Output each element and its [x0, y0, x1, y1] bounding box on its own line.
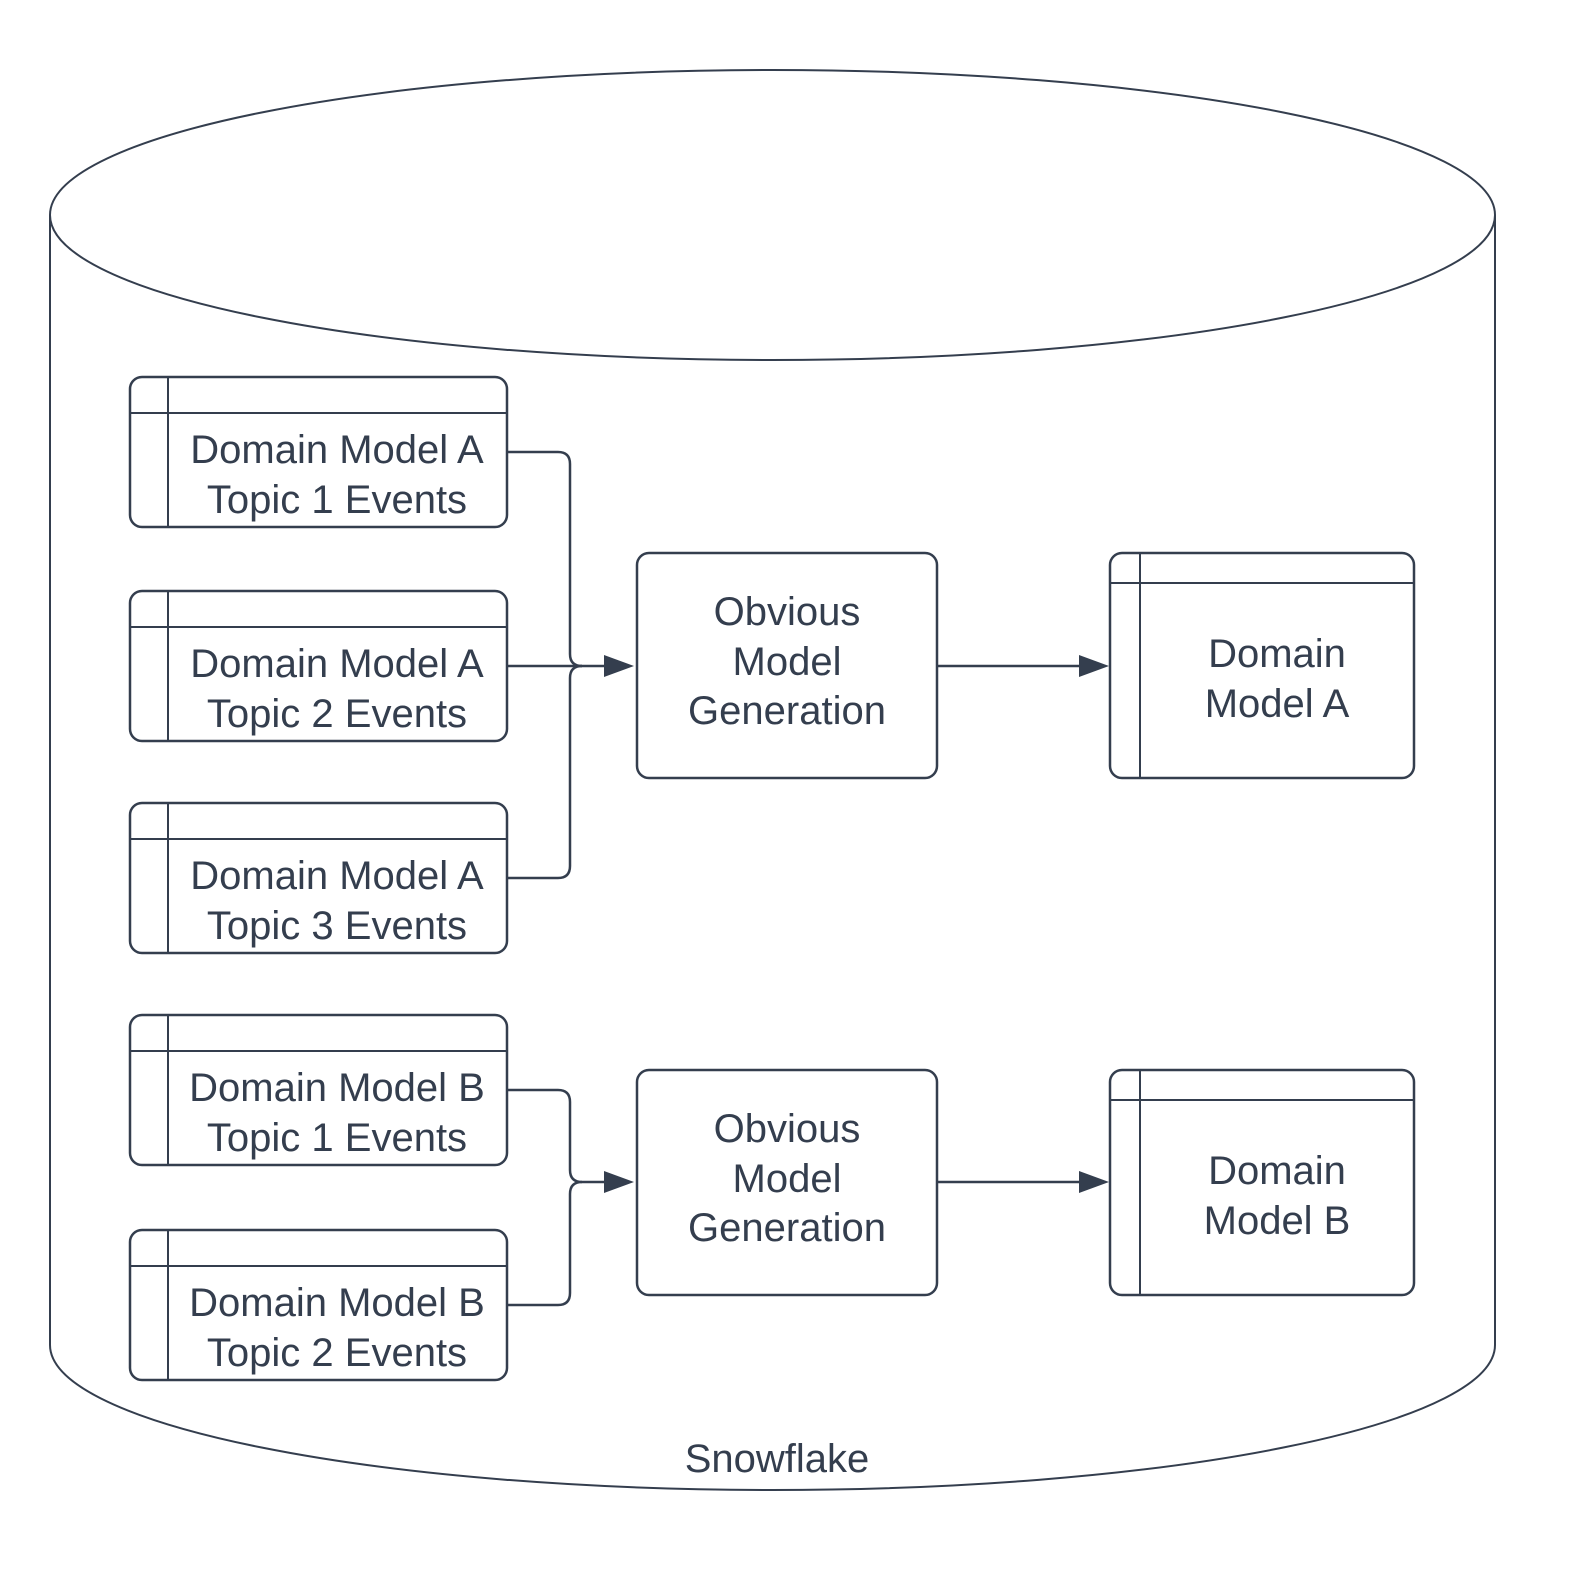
- connector-a-topic3: [507, 664, 583, 880]
- table-label-line2: Topic 3 Events: [207, 904, 467, 948]
- table-label-line2: Topic 1 Events: [207, 1116, 467, 1160]
- table-domain-model-a: Domain Model A: [1108, 551, 1416, 780]
- table-label-line1: Domain Model A: [190, 854, 484, 898]
- table-a-topic1: Domain Model A Topic 1 Events: [128, 375, 509, 529]
- table-label-line2: Topic 1 Events: [207, 478, 467, 522]
- process-outline: [635, 1068, 939, 1297]
- cylinder-label: Snowflake: [685, 1437, 870, 1481]
- table-b-topic1: Domain Model B Topic 1 Events: [128, 1013, 509, 1167]
- connector-b-topic2: [507, 1180, 583, 1307]
- table-label-line1: Domain Model B: [189, 1281, 485, 1325]
- table-label-line1: Domain Model A: [190, 642, 484, 686]
- table-label-line1: Domain Model A: [190, 428, 484, 472]
- process-a-obvious-model-generation: Obvious Model Generation: [635, 551, 939, 780]
- table-label-line2: Topic 2 Events: [207, 1331, 467, 1375]
- process-label-line2: Model: [733, 1157, 842, 1201]
- process-label-line1: Obvious: [714, 590, 861, 634]
- process-outline: [635, 551, 939, 780]
- table-label-line2: Topic 2 Events: [207, 692, 467, 736]
- table-label-line2: Model A: [1205, 682, 1350, 726]
- arrowhead-a-in: [604, 655, 634, 677]
- arrowhead-b-in: [604, 1171, 634, 1193]
- process-label-line2: Model: [733, 640, 842, 684]
- table-label-line1: Domain Model B: [189, 1066, 485, 1110]
- table-outline: [1108, 1068, 1416, 1297]
- table-label-line1: Domain: [1208, 1149, 1346, 1193]
- table-domain-model-b: Domain Model B: [1108, 1068, 1416, 1297]
- connectors-a: [507, 450, 1109, 880]
- arrowhead-a-out: [1079, 655, 1109, 677]
- arrowhead-b-out: [1079, 1171, 1109, 1193]
- process-label-line3: Generation: [688, 689, 886, 733]
- table-label-line2: Model B: [1204, 1199, 1351, 1243]
- table-outline: [1108, 551, 1416, 780]
- table-label-line1: Domain: [1208, 632, 1346, 676]
- process-label-line1: Obvious: [714, 1107, 861, 1151]
- table-a-topic3: Domain Model A Topic 3 Events: [128, 801, 509, 955]
- table-b-topic2: Domain Model B Topic 2 Events: [128, 1228, 509, 1382]
- connector-b-topic1: [507, 1088, 583, 1184]
- connector-a-topic1: [507, 450, 583, 668]
- connectors-b: [507, 1088, 1109, 1307]
- table-a-topic2: Domain Model A Topic 2 Events: [128, 589, 509, 743]
- cylinder-top-ellipse: [49, 69, 1496, 361]
- process-label-line3: Generation: [688, 1206, 886, 1250]
- process-b-obvious-model-generation: Obvious Model Generation: [635, 1068, 939, 1297]
